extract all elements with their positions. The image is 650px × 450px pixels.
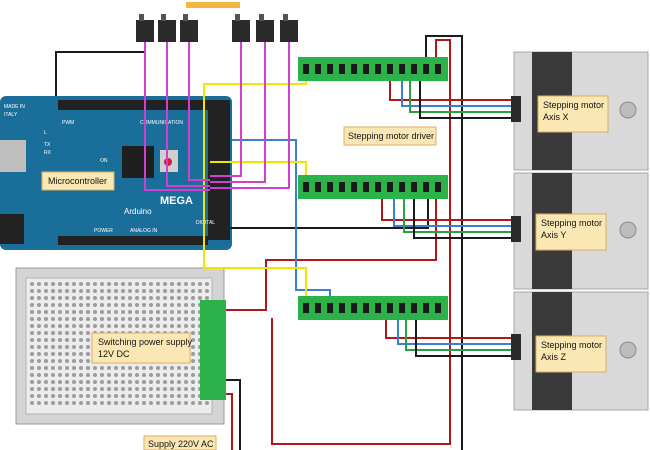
silk-pwm: PWM bbox=[62, 120, 74, 126]
motor-z-shaft bbox=[619, 341, 637, 359]
wire-blue-motor-x bbox=[401, 81, 514, 107]
callout-motor-y: Stepping motor Axis Y bbox=[535, 213, 607, 251]
power-jack bbox=[0, 214, 24, 244]
wire-black-2 bbox=[425, 35, 463, 450]
wire-black-motor-z bbox=[415, 320, 514, 357]
wire-magenta-5 bbox=[210, 42, 266, 183]
wire-red-1 bbox=[271, 39, 451, 445]
wire-yellow-1 bbox=[203, 81, 307, 100]
wire-red-motor-y bbox=[381, 199, 514, 221]
silk-tx: TX bbox=[44, 142, 51, 148]
silk-analog: ANALOG IN bbox=[130, 228, 158, 234]
top-accent-bar bbox=[186, 2, 240, 8]
wire-black-1 bbox=[55, 42, 146, 96]
label-motor-y-line1: Stepping motor bbox=[541, 218, 602, 228]
wire-blue-motor-z bbox=[397, 320, 514, 345]
label-psu-line1: Switching power supply bbox=[98, 337, 193, 347]
limit-switch-2 bbox=[158, 20, 176, 42]
motor-x-shaft bbox=[619, 101, 637, 119]
label-motor-x-line2: Axis X bbox=[543, 112, 569, 122]
wire-blue-motor-y bbox=[393, 199, 514, 227]
callout-motor-x: Stepping motor Axis X bbox=[537, 95, 609, 133]
label-psu-line2: 12V DC bbox=[98, 349, 130, 359]
callout-microcontroller: Microcontroller bbox=[41, 171, 115, 191]
wire-red-2 bbox=[226, 199, 437, 311]
silk-l: L bbox=[44, 130, 47, 136]
board-pcb bbox=[0, 96, 232, 250]
limit-switch-1 bbox=[136, 20, 154, 42]
wire-black-3 bbox=[230, 199, 429, 229]
wire-magenta-4 bbox=[210, 42, 242, 177]
label-motor-x-line1: Stepping motor bbox=[543, 100, 604, 110]
usb-port bbox=[0, 140, 26, 172]
wire-black-motor-x bbox=[419, 81, 514, 119]
wire-magenta-6 bbox=[210, 42, 290, 189]
wire-red-motor-z bbox=[385, 320, 514, 339]
label-motor-z-line1: Stepping motor bbox=[541, 340, 602, 350]
callout-motor-z: Stepping motor Axis Z bbox=[535, 335, 607, 373]
wire-magenta-2 bbox=[166, 42, 210, 187]
callout-driver: Stepping motor driver bbox=[343, 126, 437, 146]
silk-italy: ITALY bbox=[4, 112, 18, 118]
callout-psu: Switching power supply 12V DC bbox=[91, 332, 193, 364]
header-bottom bbox=[58, 236, 208, 245]
label-supply-ac: Supply 220V AC bbox=[148, 439, 214, 449]
wires bbox=[55, 35, 514, 450]
header-right bbox=[208, 100, 230, 240]
wire-blue-1 bbox=[232, 139, 331, 296]
psu-terminal-block bbox=[200, 300, 226, 400]
silk-digital: DIGITAL bbox=[196, 220, 215, 226]
wire-green-motor-x bbox=[409, 81, 514, 113]
label-motor-z-line2: Axis Z bbox=[541, 352, 567, 362]
psu-vent-holes bbox=[30, 282, 209, 405]
wire-black-4 bbox=[226, 379, 241, 450]
label-driver: Stepping motor driver bbox=[348, 131, 434, 141]
wire-yellow-2 bbox=[203, 100, 307, 296]
silk-made: MADE IN bbox=[4, 104, 25, 110]
limit-switches bbox=[136, 2, 298, 42]
limit-switch-5 bbox=[256, 20, 274, 42]
wire-magenta-1 bbox=[144, 42, 210, 191]
motor-y-shaft bbox=[619, 221, 637, 239]
wire-magenta-3 bbox=[188, 42, 210, 181]
wire-black-motor-y bbox=[413, 199, 514, 239]
limit-switch-3 bbox=[180, 20, 198, 42]
silk-communication: COMMUNICATION bbox=[140, 120, 183, 126]
wire-green-motor-z bbox=[405, 320, 514, 351]
silk-power: POWER bbox=[94, 228, 113, 234]
motor-connectors bbox=[511, 96, 521, 360]
mcu-chip bbox=[122, 146, 154, 178]
wire-red-motor-x bbox=[389, 81, 514, 101]
limit-switch-4 bbox=[232, 20, 250, 42]
stepper-drivers bbox=[298, 57, 448, 320]
header-top bbox=[58, 100, 226, 110]
brand-text: Arduino bbox=[124, 207, 152, 216]
silk-rx: RX bbox=[44, 150, 52, 156]
wire-red-3 bbox=[226, 393, 233, 450]
label-microcontroller: Microcontroller bbox=[48, 176, 107, 186]
limit-switch-6 bbox=[280, 20, 298, 42]
wire-green-motor-y bbox=[403, 199, 514, 233]
arduino-mega-board: MADE IN ITALY PWM COMMUNICATION TX RX L … bbox=[0, 96, 232, 250]
callout-supply-ac: Supply 220V AC bbox=[143, 435, 217, 450]
silk-on: ON bbox=[100, 158, 108, 164]
model-text: MEGA bbox=[160, 195, 193, 207]
label-motor-y-line2: Axis Y bbox=[541, 230, 566, 240]
